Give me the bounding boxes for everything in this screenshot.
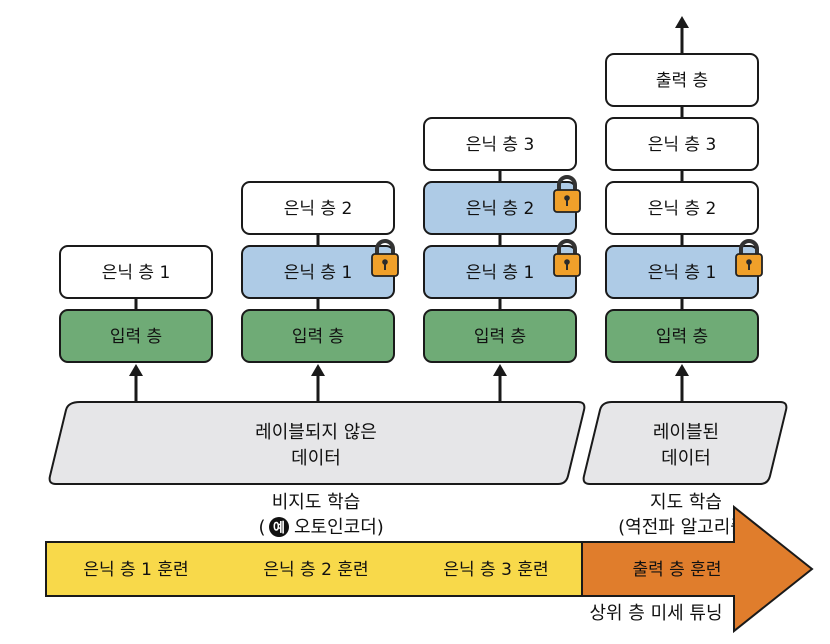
input-arrow [311,364,325,402]
frozen-lock-icon [371,239,399,277]
input-arrow [675,364,689,402]
unlabeled-data-label-line1: 레이블되지 않은 [255,422,377,443]
lock-keyhole-slot [566,199,568,206]
input-arrow [129,364,143,402]
lock-keyhole-slot [384,263,386,270]
input-layer-box [423,309,577,363]
layer-box [605,117,759,171]
network-column-2: 입력 층 은닉 층 1 은닉 층 2 [241,181,395,363]
layer-label: 은닉 층 2 [284,199,353,219]
arrow-head [129,364,143,376]
labeled-data-shape [582,401,788,485]
stage-1-label: 은닉 층 1 훈련 [83,560,188,580]
arrow-head [675,364,689,376]
unlabeled-data-shape [48,401,586,485]
layer-box [241,181,395,235]
arrow-head [311,364,325,376]
layer-label: 은닉 층 1 [102,263,171,283]
input-layer-label: 입력 층 [474,327,526,347]
unsupervised-caption: 비지도 학습 ( 예 오토인코더) [258,492,383,538]
example-badge [269,517,289,537]
unlabeled-data-label-line2: 데이터 [291,448,341,469]
frozen-lock-icon [553,175,581,213]
network-column-3: 입력 층 은닉 층 1 은닉 층 2 은닉 층 3 [423,117,577,363]
network-column-1: 입력 층 은닉 층 1 [59,245,213,363]
labeled-data-label-line1: 레이블된 [653,422,719,443]
arrow-head [675,16,689,28]
input-layer-label: 입력 층 [292,327,344,347]
stage-3-label: 은닉 층 3 훈련 [443,560,548,580]
input-layer-label: 입력 층 [656,327,708,347]
lock-shackle [557,239,577,254]
layer-label: 은닉 층 2 [648,199,717,219]
unsupervised-caption-suffix: 오토인코더) [294,517,384,538]
input-layer-label: 입력 층 [110,327,162,347]
layer-label: 은닉 층 1 [466,263,535,283]
input-layer-box [59,309,213,363]
stage-2-label: 은닉 층 2 훈련 [263,560,368,580]
lock-keyhole [746,259,752,265]
unlabeled-data: 레이블되지 않은 데이터 [48,401,586,485]
arrow-head [493,364,507,376]
unsupervised-caption-title: 비지도 학습 [272,492,361,513]
lock-keyhole-slot [566,263,568,270]
labeled-data-label-line2: 데이터 [661,448,711,469]
labeled-data: 레이블된 데이터 [582,401,788,485]
stage-4-label: 출력 층 훈련 [632,560,721,580]
layer-label: 은닉 층 2 [466,199,535,219]
layer-label: 은닉 층 3 [648,135,717,155]
input-layer-box [241,309,395,363]
supervised-caption-subtitle: (역전파 알고리즘) [618,517,754,538]
layer-box [59,245,213,299]
layer-label: 은닉 층 1 [284,263,353,283]
lock-keyhole-slot [748,263,750,270]
lock-keyhole [564,195,570,201]
lock-keyhole [382,259,388,265]
fine-tuning-label: 상위 층 미세 튜닝 [589,603,722,624]
output-arrow [675,16,689,54]
supervised-caption: 지도 학습 (역전파 알고리즘) [618,492,754,538]
layer-label: 출력 층 [656,71,708,91]
lock-shackle [375,239,395,254]
unsupervised-stage-bar [45,541,583,597]
network-columns: 입력 층 은닉 층 1 입력 층 은닉 층 1 은닉 층 2 입력 층 은닉 층 1 은닉 층… [59,16,763,402]
frozen-lock-icon [553,239,581,277]
layer-box [605,181,759,235]
layer-box [423,117,577,171]
lock-shackle [739,239,759,254]
layer-label: 은닉 층 3 [466,135,535,155]
lock-keyhole [564,259,570,265]
training-timeline: 은닉 층 1 훈련 은닉 층 2 훈련 은닉 층 3 훈련 출력 층 훈련 상위… [45,504,814,634]
network-column-4: 입력 층 은닉 층 1 은닉 층 2 은닉 층 3 출력 층 [605,53,759,363]
unsupervised-caption-prefix: ( [258,517,265,538]
lock-shackle [557,175,577,190]
input-arrow [493,364,507,402]
example-badge-text: 예 [273,520,285,536]
supervised-caption-title: 지도 학습 [650,492,722,513]
input-layer-box [605,309,759,363]
layer-label: 은닉 층 1 [648,263,717,283]
supervised-stage-arrow [581,504,814,634]
frozen-lock-icon [735,239,763,277]
